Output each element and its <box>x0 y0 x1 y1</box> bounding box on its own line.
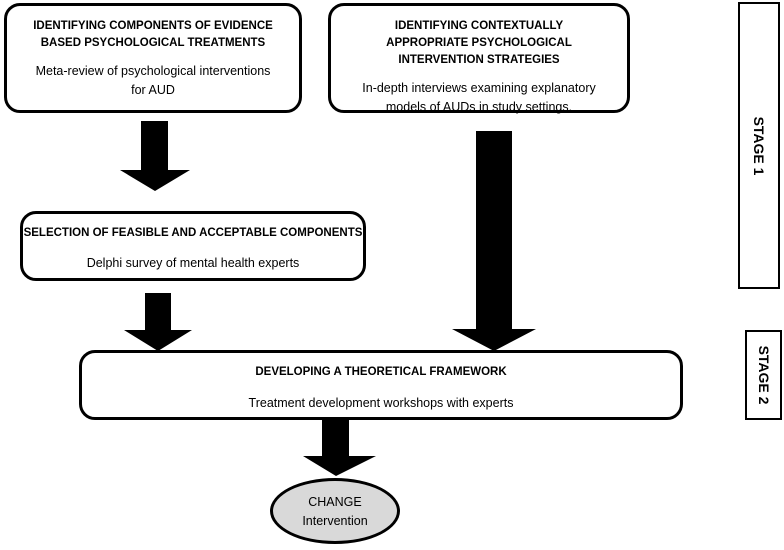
box-context-title: IDENTIFYING CONTEXTUALLY APPROPRIATE PSY… <box>386 20 572 66</box>
outcome-line1: CHANGE <box>308 495 362 509</box>
arrow-evidence-to-selection <box>120 121 190 191</box>
box-framework-body: Treatment development workshops with exp… <box>248 396 514 410</box>
box-selection-title: SELECTION OF FEASIBLE AND ACCEPTABLE COM… <box>23 227 363 239</box>
box-theoretical-framework: DEVELOPING A THEORETICAL FRAMEWORK Treat… <box>79 350 683 420</box>
arrow-context-to-framework <box>452 131 536 351</box>
box-contextual-strategies: IDENTIFYING CONTEXTUALLY APPROPRIATE PSY… <box>328 3 630 114</box>
box-evidence-title: IDENTIFYING COMPONENTS OF EVIDENCE BASED… <box>33 20 273 49</box>
box-evidence-body: Meta-review of psychological interventio… <box>35 64 271 97</box>
arrow-framework-to-outcome <box>303 418 376 476</box>
box-selection-body: Delphi survey of mental health experts <box>86 256 300 270</box>
box-evidence-components: IDENTIFYING COMPONENTS OF EVIDENCE BASED… <box>4 3 302 113</box>
arrow-selection-to-framework <box>124 293 192 351</box>
outcome-line2: Intervention <box>302 514 368 528</box>
stage-2-label: STAGE 2 <box>755 345 772 405</box>
stage-1-label: STAGE 1 <box>751 116 767 175</box>
box-selection: SELECTION OF FEASIBLE AND ACCEPTABLE COM… <box>20 211 366 281</box>
stage-1-label-box: STAGE 1 <box>738 2 780 289</box>
stage-2-label-box: STAGE 2 <box>745 330 782 420</box>
outcome-ellipse: CHANGE Intervention <box>270 478 400 544</box>
box-context-body: In-depth interviews examining explanator… <box>362 81 596 114</box>
box-framework-title: DEVELOPING A THEORETICAL FRAMEWORK <box>255 366 507 378</box>
